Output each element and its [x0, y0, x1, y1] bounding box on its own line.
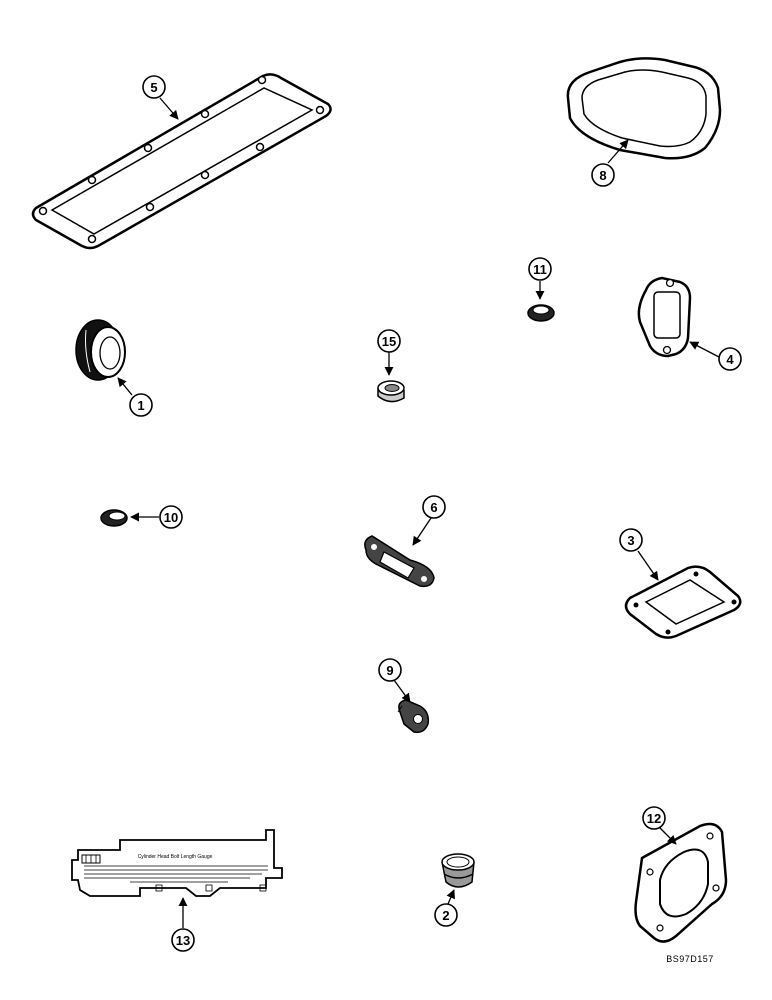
callout-4: 4: [718, 347, 742, 371]
svg-text:10: 10: [164, 510, 178, 525]
gasket-part-3: [624, 565, 742, 639]
gauge-card-part-13: Cylinder Head Bolt Length Gauge: [71, 829, 283, 897]
callout-6: 6: [422, 495, 446, 519]
svg-text:4: 4: [726, 352, 734, 367]
plug-part-15: [377, 380, 405, 403]
svg-text:2: 2: [442, 908, 449, 923]
clip-part-9: [397, 699, 430, 734]
seal-part-11: [527, 304, 555, 322]
callout-3: 3: [619, 528, 643, 552]
callout-12: 12: [642, 806, 666, 830]
gasket-part-4: [637, 276, 692, 358]
gasket-part-5: [31, 73, 332, 250]
callout-10: 10: [159, 505, 183, 529]
svg-text:8: 8: [599, 168, 606, 183]
callout-15: 15: [377, 329, 401, 353]
gasket-part-12: [634, 822, 728, 943]
svg-text:11: 11: [533, 262, 547, 277]
svg-text:12: 12: [647, 811, 661, 826]
plug-part-2: [441, 853, 475, 888]
callout-9: 9: [378, 658, 402, 682]
gasket-part-8: [566, 57, 722, 160]
svg-text:1: 1: [137, 398, 144, 413]
callout-1: 1: [129, 393, 153, 417]
callout-2: 2: [434, 903, 458, 927]
seal-part-10: [100, 509, 128, 527]
callout-8: 8: [591, 163, 615, 187]
callout-5: 5: [142, 75, 166, 99]
gasket-part-6: [364, 535, 435, 588]
gauge-card-title: Cylinder Head Bolt Length Gauge: [138, 854, 213, 860]
svg-text:15: 15: [382, 334, 396, 349]
svg-text:13: 13: [176, 933, 190, 948]
svg-text:6: 6: [430, 500, 437, 515]
figure-reference: BS97D157: [666, 954, 714, 964]
seal-part-1: [75, 319, 126, 381]
callout-13: 13: [171, 928, 195, 952]
callout-11: 11: [528, 257, 552, 281]
svg-text:3: 3: [627, 533, 634, 548]
svg-text:5: 5: [150, 80, 157, 95]
svg-text:9: 9: [386, 663, 393, 678]
